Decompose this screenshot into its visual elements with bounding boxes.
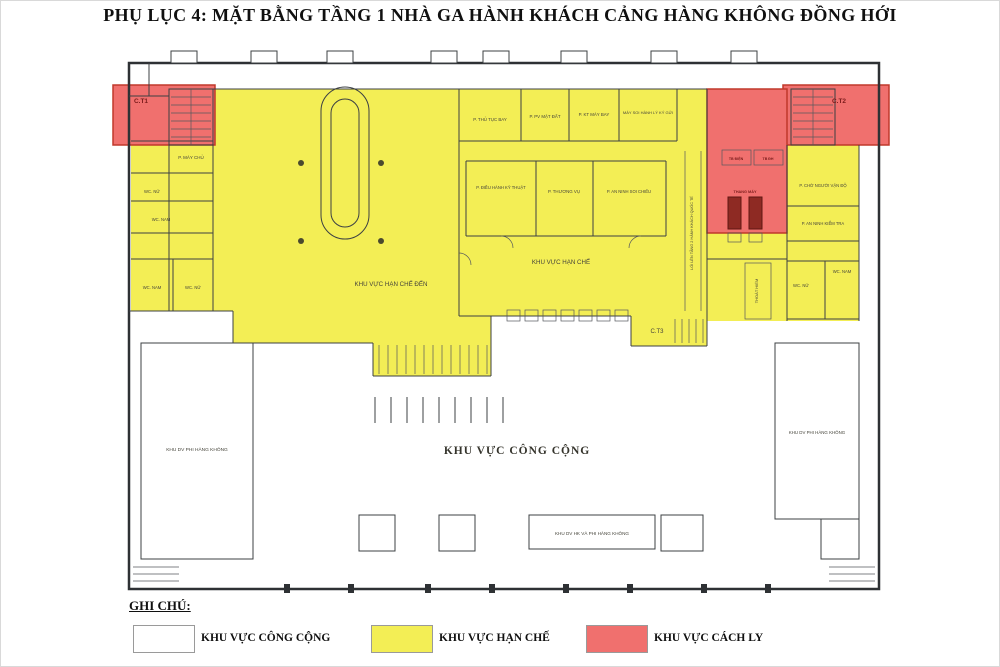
label-ac-room: TB ĐH (763, 157, 774, 161)
public-rooms (140, 342, 860, 560)
label-server-room: P. MÁY CHỦ (178, 154, 204, 160)
label-nonav-left: KHU DV PHI HÀNG KHÔNG (166, 446, 228, 453)
bottom-columns (284, 584, 771, 593)
label-wc-nu-right: WC. NỮ (793, 283, 809, 288)
label-aircraft-tech: P. KT MÁY BAY (579, 112, 610, 117)
label-ground-service: P. PV MẶT ĐẤT (529, 114, 560, 119)
baggage-carousel (320, 86, 370, 240)
plan-labels: C.T1 C.T2 C.T3 P. MÁY CHỦ WC. NỮ WC. NAM… (134, 98, 852, 536)
stairs-ct1 (168, 88, 214, 146)
label-ct1: C.T1 (134, 98, 148, 105)
entrance-vestibules-top (170, 50, 758, 64)
legend-swatch-isolated (586, 625, 648, 653)
corner-steps (133, 566, 875, 582)
label-baggage-xray: MÁY SOI HÀNH LÝ KÝ GỬI (623, 110, 673, 115)
stairs-ct3 (674, 319, 704, 343)
interior-walls (129, 63, 860, 377)
label-av-nonav: KHU DV HK VÀ PHI HÀNG KHÔNG (555, 530, 629, 536)
label-ct2: C.T2 (832, 98, 846, 105)
legend-label-restricted: KHU VỰC HẠN CHẾ (439, 632, 550, 644)
label-wc-nam-left2: WC. NAM (143, 285, 162, 290)
label-emergency-exit: THOÁT HIỂM (754, 279, 759, 304)
elevator-shafts (721, 149, 784, 243)
page-title: PHỤ LỤC 4: MẶT BẰNG TẦNG 1 NHÀ GA HÀNH K… (103, 5, 897, 25)
label-wc-nu-left: WC. NỮ (144, 189, 160, 194)
label-nonav-right: KHU DV PHI HÀNG KHÔNG (789, 430, 846, 435)
label-commerce: P. THƯƠNG VỤ (548, 189, 580, 194)
label-disabled-wait: P. CHỜ NGƯỜI VẬN ĐỘ (799, 183, 847, 188)
legend-label-public: KHU VỰC CÔNG CỘNG (201, 632, 331, 644)
legend-swatch-restricted (371, 625, 433, 653)
legend-swatch-public (133, 625, 195, 653)
label-public-hall: KHU VỰC CÔNG CỘNG (444, 443, 590, 457)
label-tech-ops: P. ĐIỀU HÀNH KỸ THUẬT (476, 185, 526, 190)
checkin-counters (506, 309, 629, 322)
label-elevator: THANG MÁY (734, 189, 757, 194)
isolated-zone-elevators (706, 88, 788, 234)
legend-heading: GHI CHÚ: (129, 598, 191, 613)
legend-label-isolated: KHU VỰC CÁCH LY (654, 632, 764, 644)
label-upper-gate: LỐI LÊN TẦNG 2 HÀNH KHÁCH QUỐC TẾ (689, 196, 694, 270)
label-arrival-hall: KHU VỰC HẠN CHẾ ĐẾN (354, 281, 427, 288)
queue-barriers (374, 397, 504, 423)
label-restricted-hall: KHU VỰC HẠN CHẾ (532, 259, 590, 266)
label-security-check: P. AN NINH KIỂM TRA (802, 221, 845, 226)
stairs-ct2 (790, 88, 836, 146)
label-security-screen: P. AN NINH SOI CHIẾU (607, 189, 651, 194)
structural-columns (298, 160, 384, 244)
zone-restricted-yellow (131, 89, 859, 376)
label-wc-nu-left2: WC. NỮ (185, 285, 201, 290)
arrival-exit-stairs (378, 345, 488, 374)
isolated-zone-ct2 (782, 84, 890, 146)
label-ct3: C.T3 (650, 329, 664, 335)
label-wc-nam-right: WC. NAM (833, 269, 852, 274)
label-elec-room: TB ĐIỆN (729, 156, 744, 161)
zone-isolated-red (112, 84, 890, 234)
label-wc-nam-left: WC. NAM (152, 217, 171, 222)
label-check-in: P. THỦ TỤC BAY (473, 117, 507, 122)
